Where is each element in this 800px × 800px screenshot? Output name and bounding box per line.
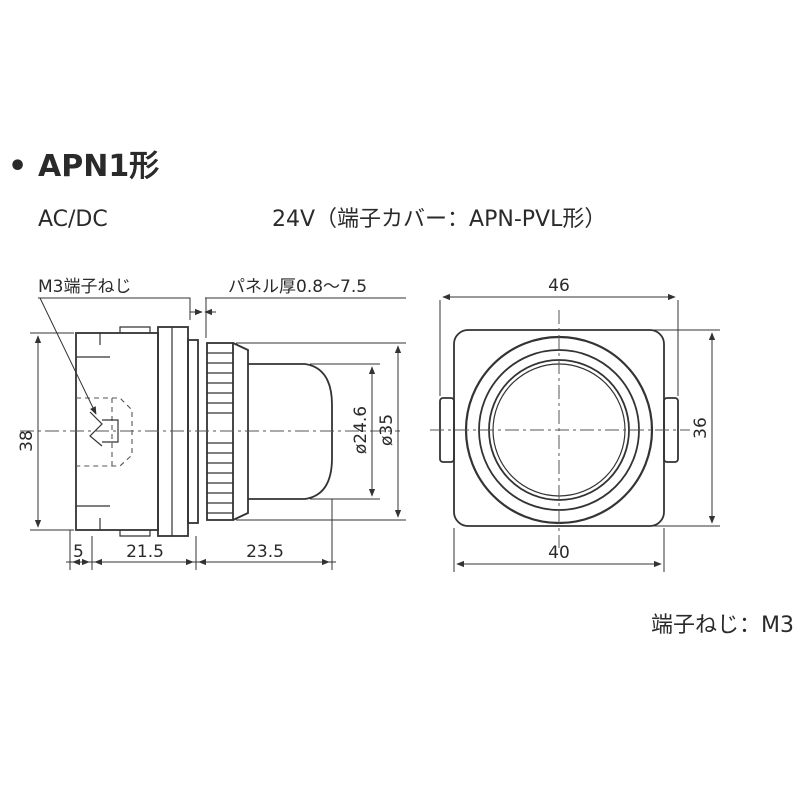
dim-front-depth: 23.5 [246, 542, 284, 562]
front-view [430, 310, 690, 548]
dim-front-width-top: 46 [548, 276, 570, 296]
panel-thickness-label: パネル厚0.8〜7.5 [228, 277, 367, 297]
dim-lens-diameter: ø24.6 [351, 406, 371, 454]
model-title: APN1形 [38, 149, 159, 184]
dim-body-depth: 21.5 [126, 542, 164, 562]
voltage-spec: 24V（端子カバー：APN-PVL形） [272, 207, 606, 232]
terminal-screw-note: 端子ねじ：M3 [651, 613, 794, 638]
voltage-type: AC/DC [38, 207, 108, 232]
terminal-screw [89, 411, 103, 447]
dim-front-width-bottom: 40 [548, 543, 570, 563]
dim-bezel-diameter: ø35 [377, 414, 397, 446]
bullet: • [8, 149, 27, 184]
dim-side-height: 38 [17, 430, 37, 452]
terminal-screw-label: M3端子ねじ [38, 277, 131, 297]
side-view [20, 326, 400, 537]
dim-front-height: 36 [691, 417, 711, 439]
dim-terminal: 5 [73, 542, 84, 562]
